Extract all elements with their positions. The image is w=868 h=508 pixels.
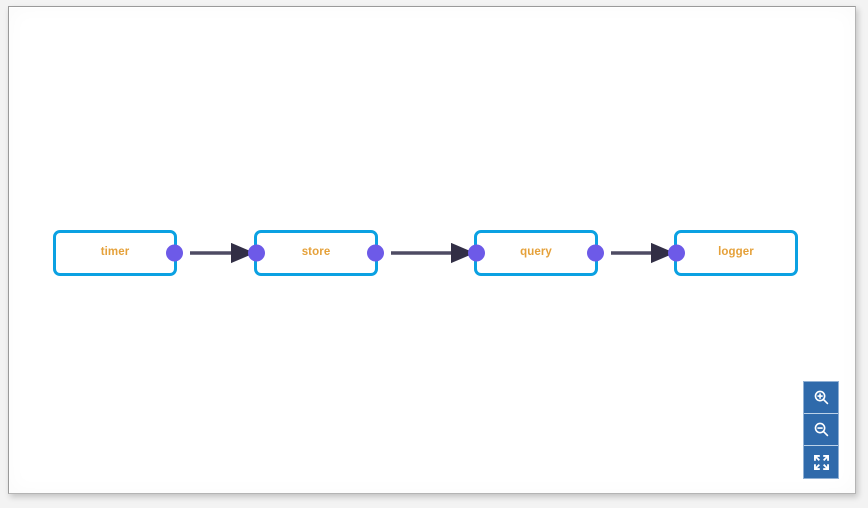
node-output-port[interactable] (166, 244, 183, 262)
node-label: logger (718, 246, 754, 259)
zoom-out-button[interactable] (804, 414, 838, 446)
fit-view-button[interactable] (804, 446, 838, 478)
node-output-port[interactable] (367, 244, 384, 262)
node-input-port[interactable] (248, 244, 265, 262)
zoom-in-button[interactable] (804, 382, 838, 414)
graph-node-query[interactable]: query (468, 230, 604, 276)
node-label: query (520, 246, 552, 259)
node-label: store (301, 246, 331, 259)
graph-node-logger[interactable]: logger (668, 230, 798, 276)
node-label: timer (100, 246, 130, 259)
flow-layer: timer store query logger (9, 7, 855, 493)
node-input-port[interactable] (668, 244, 685, 262)
zoom-in-icon (813, 389, 830, 406)
view-controls (803, 381, 839, 479)
graph-canvas[interactable]: timer store query logger (8, 6, 856, 494)
graph-node-timer[interactable]: timer (53, 230, 183, 276)
node-output-port[interactable] (587, 244, 604, 262)
edge-layer (190, 242, 675, 264)
node-input-port[interactable] (468, 244, 485, 262)
zoom-out-icon (813, 421, 830, 438)
fit-view-icon (813, 454, 830, 471)
graph-node-store[interactable]: store (248, 230, 384, 276)
